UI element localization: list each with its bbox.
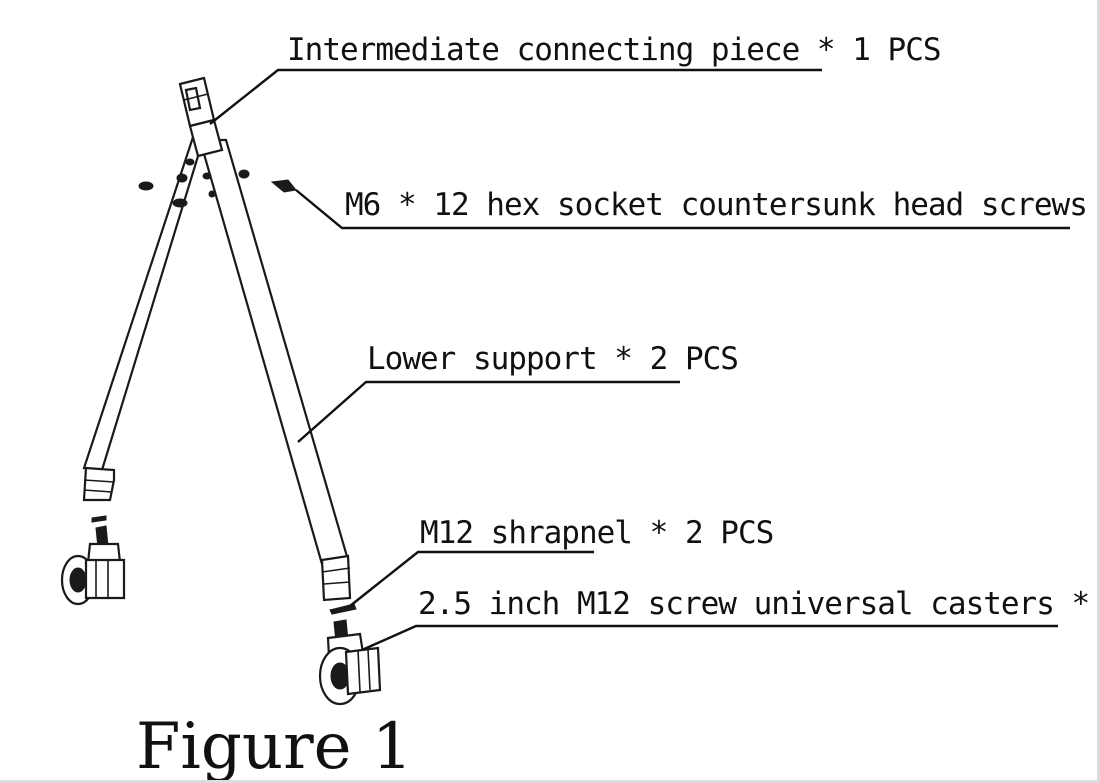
callout-casters-label: 2.5 inch M12 screw universal casters * 2…	[418, 586, 1100, 622]
intermediate-connecting-piece	[178, 76, 224, 158]
callout-screws-label: M6 * 12 hex socket countersunk head scre…	[345, 187, 1100, 223]
m6-screws	[138, 158, 297, 208]
m12-shrapnel-washers	[91, 515, 357, 615]
callout-support-label: Lower support * 2 PCS	[367, 341, 738, 377]
right-lower-support	[198, 138, 352, 602]
leader-shrapnel	[349, 550, 594, 607]
callout-connector-label: Intermediate connecting piece * 1 PCS	[287, 32, 941, 68]
figure-caption: Figure 1	[136, 710, 413, 783]
right-border	[1097, 0, 1100, 783]
leader-screws	[295, 189, 1070, 230]
bottom-border	[0, 780, 1100, 783]
left-caster	[60, 525, 126, 606]
right-caster	[318, 619, 382, 706]
leader-casters	[361, 624, 1058, 652]
leader-support	[297, 380, 680, 443]
leader-connector	[209, 68, 822, 125]
callout-shrapnel-label: M12 shrapnel * 2 PCS	[420, 515, 773, 551]
leader-lines	[209, 68, 1070, 652]
